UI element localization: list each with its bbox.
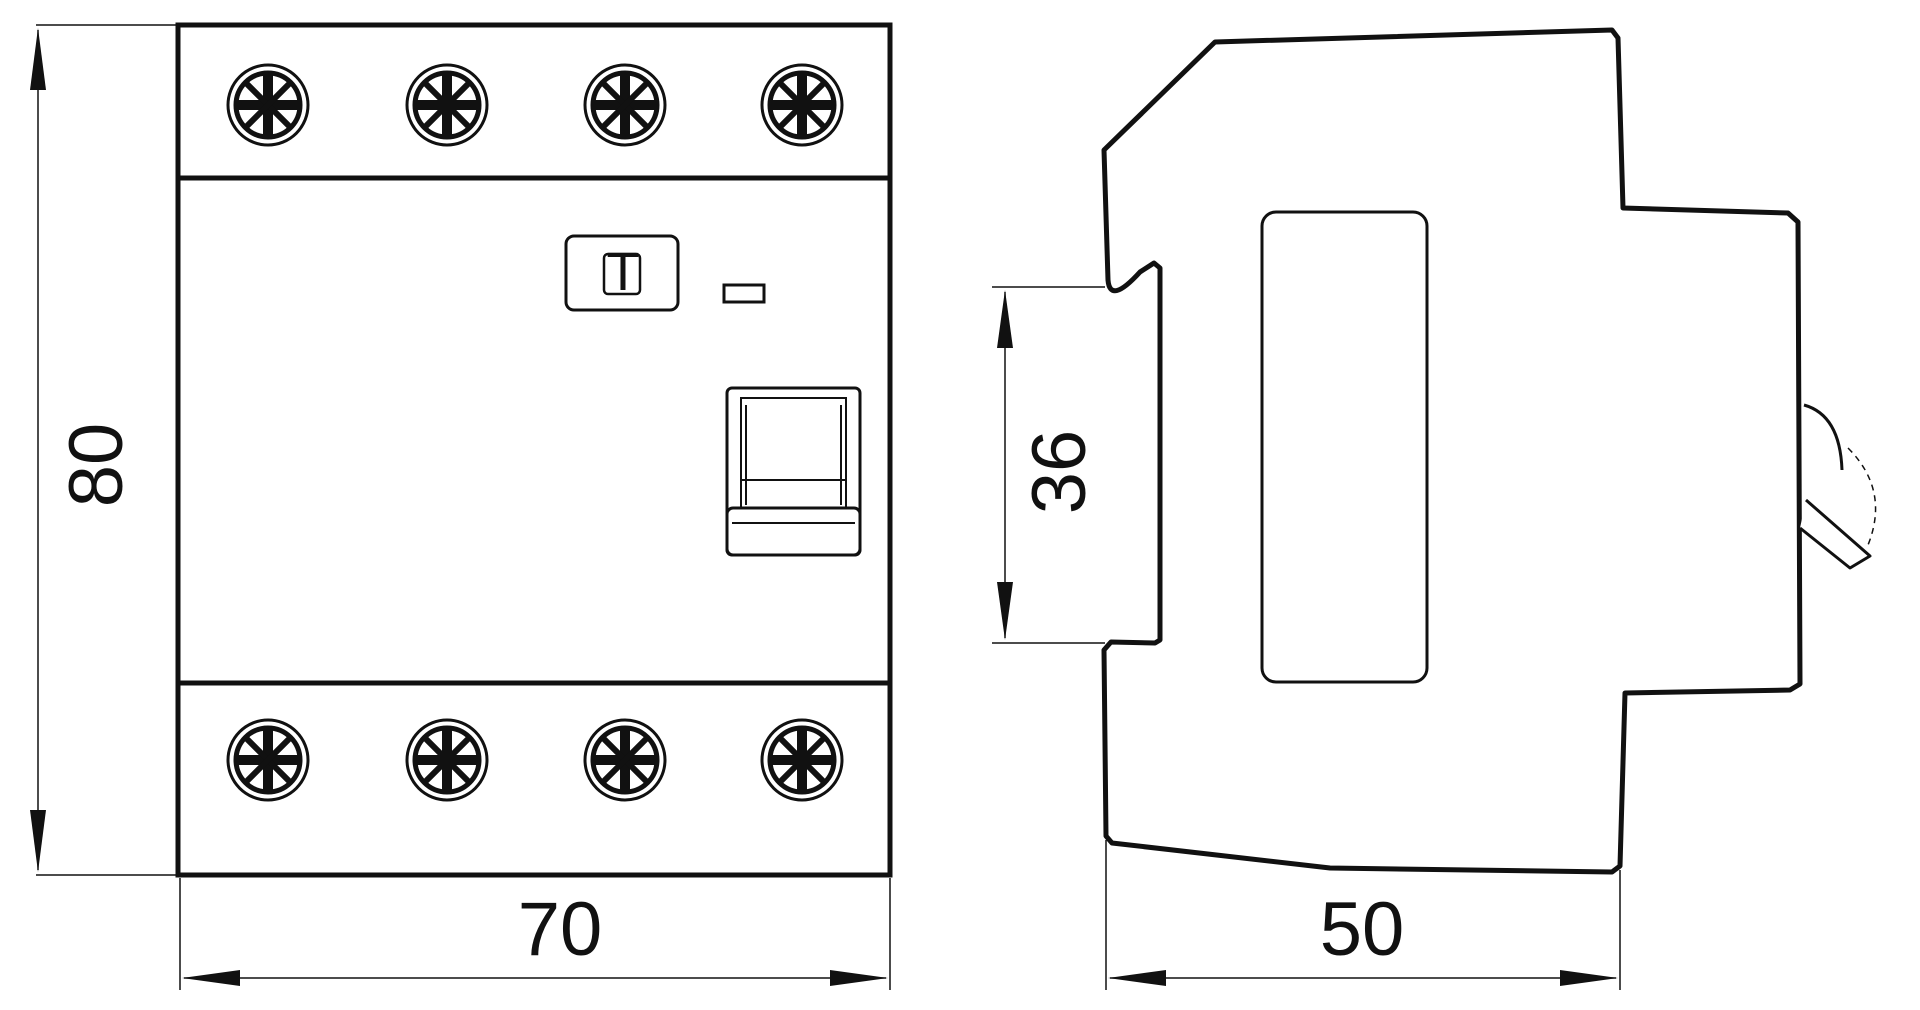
depth-dimension: 50 <box>1105 840 1621 990</box>
terminal-screw-icon <box>585 65 665 145</box>
bottom-terminal-screws <box>228 720 842 800</box>
status-indicator-window <box>722 283 766 304</box>
terminal-screw-icon <box>407 65 487 145</box>
device-outline <box>175 22 893 878</box>
side-profile-outline <box>1101 27 1803 875</box>
side-lever <box>1799 403 1877 570</box>
rail-dimension: 36 <box>992 286 1105 644</box>
terminal-screw-icon <box>228 65 308 145</box>
test-button: T <box>564 234 680 312</box>
height-dimension: 80 <box>30 24 176 876</box>
toggle-lever <box>725 386 862 557</box>
width-dimension-label: 70 <box>518 887 603 972</box>
test-button-label: T <box>607 242 640 302</box>
terminal-screw-icon <box>762 720 842 800</box>
terminal-screw-icon <box>228 720 308 800</box>
height-dimension-label: 80 <box>54 423 139 508</box>
width-dimension: 70 <box>179 878 891 990</box>
side-view: 36 50 <box>992 27 1877 990</box>
terminal-screw-icon <box>585 720 665 800</box>
front-view: T 80 70 <box>30 22 893 990</box>
top-terminal-screws <box>228 65 842 145</box>
terminal-screw-icon <box>762 65 842 145</box>
depth-dimension-label: 50 <box>1320 887 1405 972</box>
terminal-screw-icon <box>407 720 487 800</box>
label-recess <box>1260 210 1429 684</box>
rail-dimension-label: 36 <box>1017 430 1102 515</box>
